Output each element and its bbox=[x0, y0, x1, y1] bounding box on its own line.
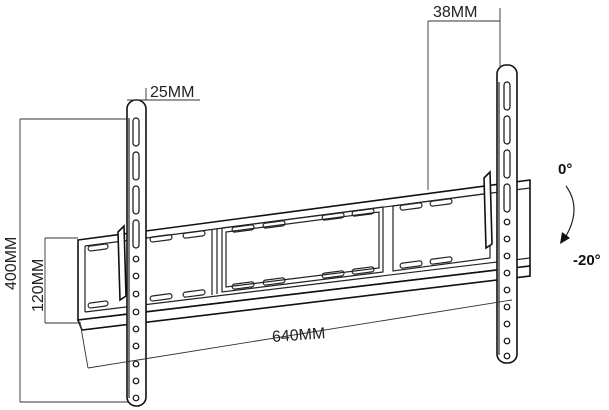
dimension-plate-width: 640MM bbox=[79, 299, 513, 369]
plate-height-label: 120MM bbox=[30, 259, 47, 312]
left-arm bbox=[126, 99, 147, 407]
plate-slots bbox=[87, 198, 453, 309]
wall-offset-label: 38MM bbox=[433, 4, 477, 21]
dimension-wall-offset: 38MM bbox=[427, 4, 501, 190]
arm-width-label: 25MM bbox=[150, 84, 194, 101]
wall-plate bbox=[76, 170, 531, 331]
tilt-arc-arrow-icon bbox=[565, 185, 575, 237]
dimension-plate-height: 120MM bbox=[30, 237, 80, 324]
tilt-end-label: -20° bbox=[573, 252, 601, 269]
tilt-indicator: 0° -20° bbox=[558, 161, 601, 269]
arrowhead-icon bbox=[560, 232, 570, 244]
dimension-arm-height: 400MM bbox=[3, 118, 128, 403]
plate-width-label: 640MM bbox=[272, 325, 326, 346]
tilt-start-label: 0° bbox=[558, 161, 572, 178]
dimension-arm-width: 25MM bbox=[127, 84, 200, 101]
right-arm bbox=[496, 64, 518, 364]
arm-height-label: 400MM bbox=[3, 237, 20, 290]
